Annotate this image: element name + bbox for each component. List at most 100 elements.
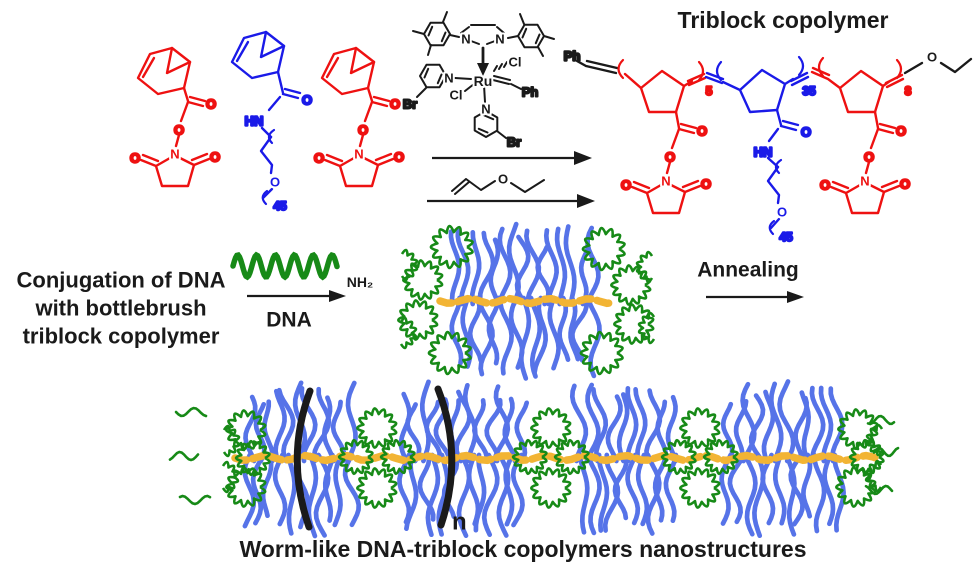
dna-wave-line — [230, 251, 340, 281]
subscript-block2: 35 — [802, 84, 816, 98]
grubbs-catalyst-part — [423, 21, 451, 47]
dna-coil — [579, 330, 624, 376]
polymer-block2-blue-part — [774, 158, 783, 175]
dna-coil — [234, 439, 271, 477]
dna-coil — [660, 438, 697, 476]
atom-label-n: N — [354, 147, 363, 162]
brush-strand — [467, 295, 484, 363]
repeat-n-label: n — [452, 509, 467, 536]
annealing-label: Annealing — [697, 259, 799, 282]
brush-strand — [397, 452, 412, 525]
brush-strand — [425, 452, 441, 538]
dna-coil — [221, 460, 240, 494]
dna-coil — [553, 438, 590, 476]
atom-label-n: N — [461, 32, 470, 47]
polymer-block2-blue-part — [775, 108, 783, 127]
brush-strand — [330, 399, 347, 464]
brush-strand — [503, 452, 515, 527]
atom-label-o: O — [358, 123, 368, 138]
brush-strand — [772, 452, 787, 526]
polymer-block3-red-part — [838, 69, 885, 114]
atom-label-o: O — [206, 97, 216, 112]
polymer-start-end-group-part — [575, 59, 619, 75]
dna-coil — [834, 466, 877, 508]
brush-strand — [602, 452, 621, 533]
polymer-block2-blue-part — [779, 119, 800, 132]
conjugation-line3: triblock copolymer — [23, 324, 220, 349]
dna-coil — [702, 438, 739, 476]
quench-arrow-part — [577, 194, 595, 208]
monomer-red-nhs-2-part — [366, 86, 374, 103]
brush-strand — [486, 295, 501, 366]
grubbs-catalyst-part — [483, 84, 507, 139]
atom-label-o: O — [665, 150, 675, 165]
atom-label-o: O — [302, 93, 312, 108]
dna-coil — [848, 438, 885, 476]
atom-label-ph: Ph — [522, 85, 539, 100]
brush-strand — [569, 383, 589, 464]
dna-coil — [529, 407, 572, 449]
brush-strand — [665, 394, 678, 464]
polymer-block2-blue-part — [768, 219, 776, 236]
spherical-micelle — [396, 221, 656, 381]
brush-strand — [532, 295, 548, 375]
brush-strand — [514, 400, 530, 464]
annealing-arrow-part — [787, 291, 804, 303]
grubbs-catalyst-part — [477, 63, 489, 76]
grubbs-catalyst-part — [454, 77, 472, 80]
monomer-blue-peg-part — [267, 95, 282, 112]
grubbs-catalyst-part — [464, 83, 475, 92]
subscript-block3: 8 — [905, 84, 912, 98]
dna-squiggle — [168, 450, 200, 462]
polymer-backbone-line — [436, 294, 618, 308]
atom-label-n: N — [860, 174, 869, 189]
dna-coil — [401, 259, 444, 301]
right-parenthesis — [434, 385, 456, 529]
brush-strand — [510, 452, 525, 528]
brush-strand — [514, 234, 531, 307]
monomer-blue-peg: O HN O 45 — [230, 30, 313, 214]
atom-label-o: O — [864, 150, 874, 165]
brush-strand — [625, 452, 641, 526]
brush-strand — [584, 382, 601, 464]
monomer-red-nhs-2-part — [320, 46, 376, 96]
brush-strand — [276, 387, 296, 464]
polymer-block3-red-part — [873, 110, 880, 130]
brush-strand — [518, 295, 532, 381]
brush-strand — [262, 399, 276, 464]
brush-strand — [563, 224, 577, 307]
conjugation-line2: with bottlebrush — [34, 296, 206, 321]
dna-squiggle — [178, 494, 212, 506]
monomer-red-nhs-2: O O N O O — [313, 46, 405, 188]
grubbs-catalyst: N N Ru Cl Cl N N Br Br Ph — [402, 11, 555, 151]
conjugation-text: Conjugation of DNA with bottlebrush trib… — [17, 268, 226, 349]
brush-strand — [547, 295, 561, 371]
brush-strand — [727, 452, 746, 525]
polymer-block1-red-part — [630, 122, 702, 215]
atom-label-hn: HN — [754, 145, 773, 160]
dna-coil — [609, 264, 652, 306]
dna-coil — [396, 299, 439, 341]
brush-strand — [635, 452, 650, 527]
polymer-block1-red-part — [639, 69, 686, 114]
atom-label-cl: Cl — [509, 55, 522, 70]
annealing-arrow: Annealing — [697, 259, 804, 303]
monomer-blue-peg-part — [230, 30, 286, 80]
atom-label-o: O — [394, 150, 404, 165]
brush-strand — [818, 385, 834, 464]
monomer-blue-peg-part — [261, 189, 269, 206]
dna-coil — [864, 459, 883, 493]
conjugation-line1: Conjugation of DNA — [17, 268, 226, 293]
atom-label-o: O — [621, 178, 631, 193]
dna-coil — [337, 438, 374, 476]
monomer-red-nhs-1-part — [182, 86, 190, 103]
monomer-red-nhs-1: O O N O O — [129, 46, 221, 188]
brush-strand — [768, 381, 784, 464]
brush-strand — [801, 452, 813, 519]
brush-strand — [554, 226, 568, 307]
atom-label-ru: Ru — [474, 73, 493, 89]
atom-label-n: N — [170, 147, 179, 162]
brush-strand — [752, 452, 766, 539]
bottom-caption: Worm-like DNA-triblock copolymers nanost… — [239, 536, 806, 562]
brush-strand — [455, 228, 471, 307]
